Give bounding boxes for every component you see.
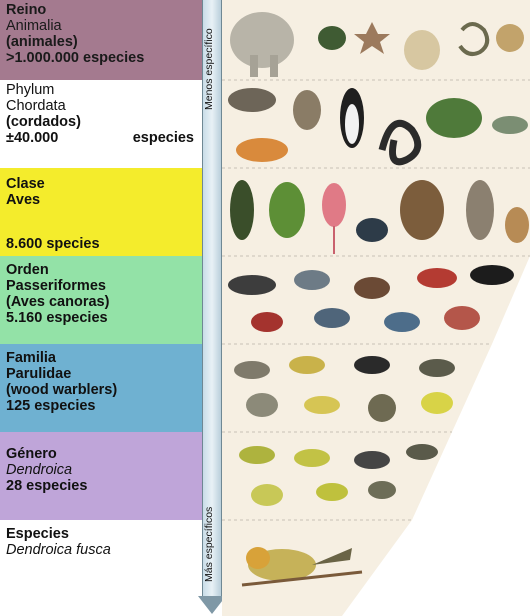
taxon-name: Animalia <box>6 18 196 34</box>
snail-icon <box>496 24 524 52</box>
beetle-icon <box>318 26 346 50</box>
flamingo-icon <box>322 183 346 227</box>
animal-illustration <box>222 0 530 616</box>
bird-icon <box>505 207 529 243</box>
rat-icon <box>228 88 276 112</box>
less-specific-label: Menos específico <box>203 14 221 124</box>
species-count: 125 especies <box>6 398 196 414</box>
species-count-number: ±40.000 <box>6 130 58 146</box>
duck-icon <box>356 218 388 242</box>
woodpecker-icon <box>230 180 254 240</box>
taxon-name: Dendroica fusca <box>6 542 196 558</box>
rank-label: Phylum <box>6 82 196 98</box>
species-count: 8.600 species <box>6 236 196 252</box>
species-count: >1.000.000 especies <box>6 50 196 66</box>
taxon-name: Passeriformes <box>6 278 196 294</box>
warbler-icon <box>246 393 278 417</box>
elephant-icon <box>230 12 294 68</box>
dendroica-icon <box>239 446 275 464</box>
dendroica-icon <box>354 451 390 469</box>
species-count-word: especies <box>133 130 194 146</box>
taxon-name: Aves <box>6 192 196 208</box>
finch-icon <box>251 312 283 332</box>
rank-label: Género <box>6 446 196 462</box>
blackbird-icon <box>470 265 514 285</box>
cardinal-icon <box>417 268 457 288</box>
owl-icon <box>293 90 321 130</box>
fish-icon <box>492 116 528 134</box>
shell-icon <box>404 30 440 70</box>
parrot-icon <box>269 182 305 238</box>
eagle-icon <box>400 180 444 240</box>
dendroica-icon <box>316 483 348 501</box>
more-specific-label: Más específicos <box>203 498 221 590</box>
bluebird-icon <box>314 308 350 328</box>
common-name: (cordados) <box>6 114 196 130</box>
rank-label: Familia <box>6 350 196 366</box>
rank-label: Especies <box>6 526 196 542</box>
specificity-arrow: Menos específico Más específicos <box>202 0 222 616</box>
species-count-line: ±40.000 especies <box>6 130 196 146</box>
warbler-icon <box>419 359 455 377</box>
band-orden: Orden Passeriformes (Aves canoras) 5.160… <box>0 256 202 344</box>
species-count: 28 especies <box>6 478 196 494</box>
warbler-icon <box>354 356 390 374</box>
warbler-icon <box>289 356 325 374</box>
dendroica-icon <box>294 449 330 467</box>
rank-label: Reino <box>6 2 196 18</box>
tanager-icon <box>384 312 420 332</box>
warbler-icon <box>234 361 270 379</box>
tiger-icon <box>236 138 288 162</box>
dendroica-icon <box>251 484 283 506</box>
band-genero: Género Dendroica 28 especies <box>0 432 202 520</box>
taxon-name: Chordata <box>6 98 196 114</box>
band-phylum: Phylum Chordata (cordados) ±40.000 espec… <box>0 80 202 168</box>
jay-icon <box>294 270 330 290</box>
rank-label: Clase <box>6 176 196 192</box>
warbler-icon <box>304 396 340 414</box>
band-clase: Clase Aves 8.600 species <box>0 168 202 256</box>
taxon-name: Parulidae <box>6 366 196 382</box>
band-especies: Especies Dendroica fusca <box>0 520 202 616</box>
dendroica-icon <box>406 444 438 460</box>
warbler-icon <box>368 394 396 422</box>
dendroica-icon <box>368 481 396 499</box>
robin-icon <box>444 306 480 330</box>
swallow-icon <box>228 275 276 295</box>
frog-icon <box>426 98 482 138</box>
band-reino: Reino Animalia (animales) >1.000.000 esp… <box>0 0 202 80</box>
rank-label: Orden <box>6 262 196 278</box>
common-name: (animales) <box>6 34 78 50</box>
species-count: 5.160 especies <box>6 310 196 326</box>
ostrich-icon <box>466 180 494 240</box>
band-familia: Familia Parulidae (wood warblers) 125 es… <box>0 344 202 432</box>
sparrow-icon <box>354 277 390 299</box>
common-name: (wood warblers) <box>6 382 196 398</box>
taxon-name: Dendroica <box>6 462 196 478</box>
warbler-icon <box>421 392 453 414</box>
common-name: (Aves canoras) <box>6 294 196 310</box>
